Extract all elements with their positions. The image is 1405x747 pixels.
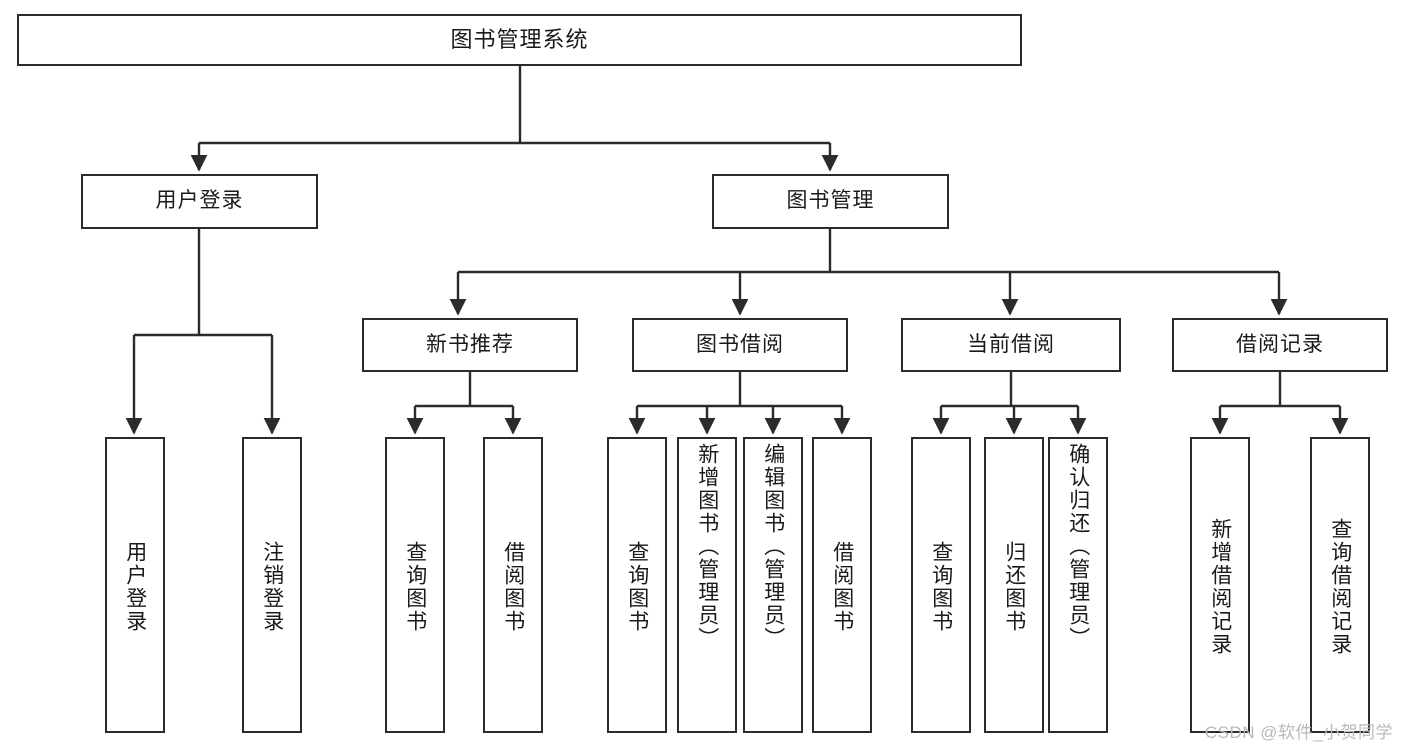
leaf-borrow-books-borrow[interactable]: 借阅图书 [812,437,872,733]
leaf-borrow-books-newbook-label: 借阅图书 [501,541,525,633]
leaf-add-book-admin[interactable]: 新增图书（管理员） [677,437,737,733]
leaf-query-books-current-label: 查询图书 [929,541,953,633]
leaf-confirm-return-admin-label: 确认归还（管理员） [1066,443,1090,650]
leaf-return-books-label: 归还图书 [1002,541,1026,633]
leaf-confirm-return-admin[interactable]: 确认归还（管理员） [1048,437,1108,733]
node-current-borrow[interactable]: 当前借阅 [901,318,1121,372]
node-borrow-records[interactable]: 借阅记录 [1172,318,1388,372]
node-root[interactable]: 图书管理系统 [17,14,1022,66]
node-book-borrow[interactable]: 图书借阅 [632,318,848,372]
node-new-book-recommend[interactable]: 新书推荐 [362,318,578,372]
node-current-borrow-label: 当前借阅 [967,332,1055,356]
leaf-borrow-books-newbook[interactable]: 借阅图书 [483,437,543,733]
leaf-add-borrow-record[interactable]: 新增借阅记录 [1190,437,1250,733]
node-user-login[interactable]: 用户登录 [81,174,318,229]
node-book-management-label: 图书管理 [786,189,875,213]
leaf-user-logout-label: 注销登录 [260,541,284,633]
node-root-label: 图书管理系统 [450,27,589,53]
leaf-add-book-admin-label: 新增图书（管理员） [695,443,719,650]
node-book-borrow-label: 图书借阅 [696,332,784,356]
leaf-edit-book-admin[interactable]: 编辑图书（管理员） [743,437,803,733]
leaf-return-books[interactable]: 归还图书 [984,437,1044,733]
leaf-query-borrow-record[interactable]: 查询借阅记录 [1310,437,1370,733]
leaf-user-login[interactable]: 用户登录 [105,437,165,733]
node-new-book-recommend-label: 新书推荐 [426,332,514,356]
leaf-add-borrow-record-label: 新增借阅记录 [1208,518,1232,656]
leaf-query-books-borrow[interactable]: 查询图书 [607,437,667,733]
watermark: CSDN @软件_小贺同学 [1204,723,1393,742]
leaf-query-books-borrow-label: 查询图书 [625,541,649,633]
node-borrow-records-label: 借阅记录 [1236,332,1324,356]
leaf-borrow-books-borrow-label: 借阅图书 [830,541,854,633]
leaf-user-logout[interactable]: 注销登录 [242,437,302,733]
leaf-query-books-newbook-label: 查询图书 [403,541,427,633]
node-book-management[interactable]: 图书管理 [712,174,949,229]
node-user-login-label: 用户登录 [155,189,244,213]
leaf-query-books-newbook[interactable]: 查询图书 [385,437,445,733]
leaf-edit-book-admin-label: 编辑图书（管理员） [761,443,785,650]
leaf-query-books-current[interactable]: 查询图书 [911,437,971,733]
leaf-user-login-label: 用户登录 [123,541,147,633]
leaf-query-borrow-record-label: 查询借阅记录 [1328,518,1352,656]
